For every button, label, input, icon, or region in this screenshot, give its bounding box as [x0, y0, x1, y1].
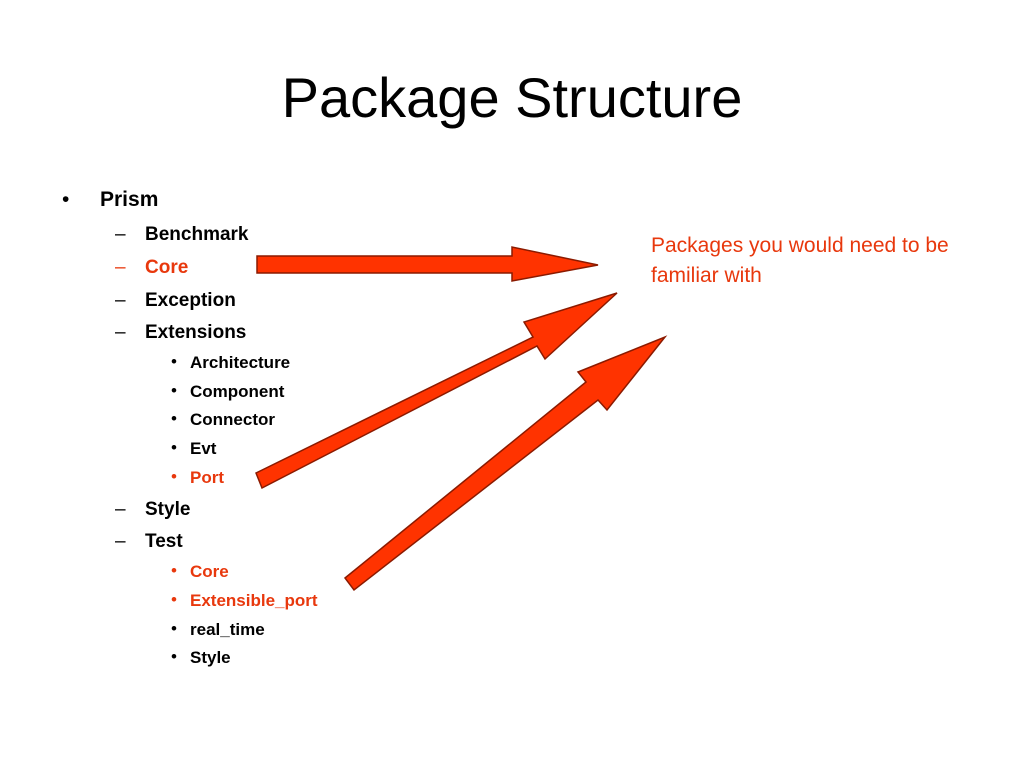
list-item-test-real-time: • real_time [171, 619, 265, 640]
dash-marker: – [115, 531, 126, 552]
callout-text: Packages you would need to be familiar w… [651, 234, 949, 287]
list-item-test-core: • Core [171, 561, 229, 582]
list-item-component: • Component [171, 381, 285, 402]
arrow-test [343, 335, 668, 592]
list-item-label: Style [145, 499, 191, 520]
bullet-marker: • [171, 438, 177, 457]
list-item-label: Component [190, 382, 285, 401]
list-item-prism: • Prism [62, 188, 159, 212]
list-item-label: real_time [190, 620, 265, 639]
list-item-label: Core [145, 257, 189, 278]
list-item-label: Benchmark [145, 224, 249, 245]
dash-marker: – [115, 290, 126, 311]
list-item-label: Style [190, 648, 231, 667]
list-item-label: Evt [190, 439, 217, 458]
bullet-marker: • [171, 647, 177, 666]
list-item-connector: • Connector [171, 409, 275, 430]
list-item-label: Port [190, 468, 224, 487]
slide-title: Package Structure [281, 66, 743, 129]
dash-marker: – [115, 224, 126, 245]
list-item-label: Extensible_port [190, 591, 318, 610]
list-item-label: Core [190, 562, 229, 581]
list-item-label: Extensions [145, 322, 247, 343]
list-item-label: Prism [100, 188, 159, 211]
list-item-test-extensible-port: • Extensible_port [171, 590, 318, 611]
dash-marker: – [115, 257, 126, 278]
list-item-extensions: – Extensions [115, 322, 247, 344]
list-item-label: Architecture [190, 353, 291, 372]
list-item-label: Exception [145, 290, 236, 311]
bullet-marker: • [171, 590, 177, 609]
list-item-style: – Style [115, 499, 191, 521]
bullet-marker: • [171, 381, 177, 400]
bullet-marker: • [171, 409, 177, 428]
list-item-label: Connector [190, 410, 275, 429]
list-item-core: – Core [115, 257, 189, 279]
list-item-test: – Test [115, 531, 183, 553]
bullet-marker: • [62, 188, 70, 211]
dash-marker: – [115, 322, 126, 343]
bullet-marker: • [171, 561, 177, 580]
list-item-benchmark: – Benchmark [115, 224, 249, 246]
dash-marker: – [115, 499, 126, 520]
list-item-port: • Port [171, 467, 224, 488]
list-item-architecture: • Architecture [171, 352, 291, 373]
bullet-marker: • [171, 352, 177, 371]
list-item-evt: • Evt [171, 438, 217, 459]
bullet-marker: • [171, 467, 177, 486]
arrow-port [255, 292, 618, 490]
bullet-marker: • [171, 619, 177, 638]
arrow-core [256, 246, 599, 282]
list-item-exception: – Exception [115, 290, 236, 312]
list-item-test-style: • Style [171, 647, 231, 668]
list-item-label: Test [145, 531, 183, 552]
